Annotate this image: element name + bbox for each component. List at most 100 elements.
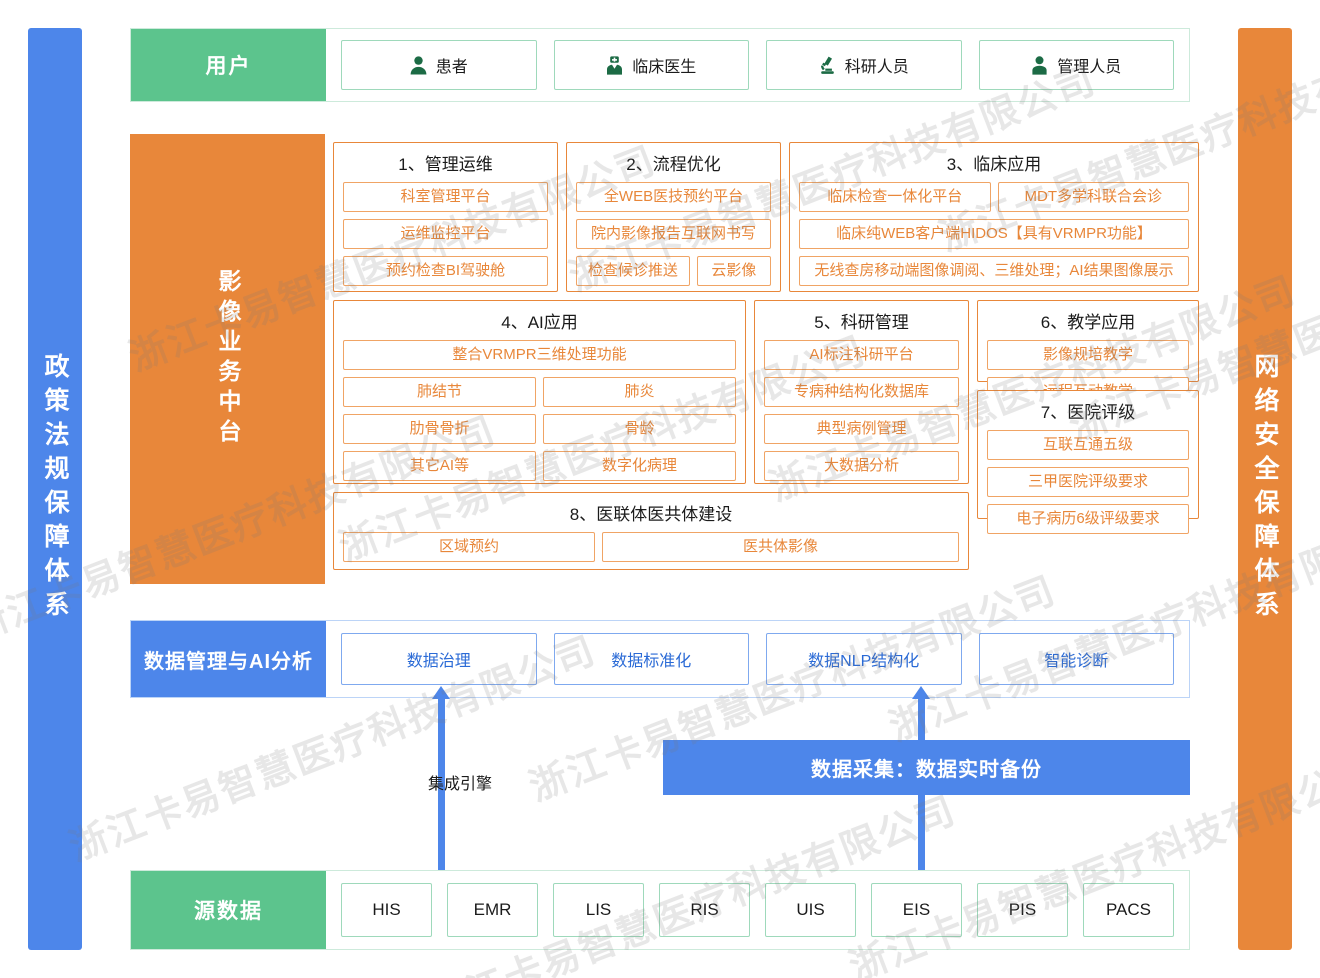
data-item-nlp-structuring[interactable]: 数据NLP结构化 xyxy=(766,633,962,685)
module-cell[interactable]: 肺结节 xyxy=(343,377,536,407)
group-title: 8、医联体医共体建设 xyxy=(569,505,733,524)
imaging-platform-label: 影像业务中台 xyxy=(130,134,325,584)
source-item-ris[interactable]: RIS xyxy=(659,883,750,937)
cell-row: 科室管理平台 xyxy=(343,182,548,212)
group-ai-application: 4、AI应用 整合VRMPR三维处理功能 肺结节 肺炎 肋骨骨折 骨龄 其它AI… xyxy=(333,300,746,484)
group-process-optimization: 2、流程优化 全WEB医技预约平台 院内影像报告互联网书写 检查候诊推送 云影像 xyxy=(566,142,781,292)
module-cell[interactable]: 科室管理平台 xyxy=(343,182,548,212)
source-data-body: HIS EMR LIS RIS UIS EIS PIS PACS xyxy=(326,871,1189,949)
cell-row: 全WEB医技预约平台 xyxy=(576,182,771,212)
data-item-standardization[interactable]: 数据标准化 xyxy=(553,633,749,685)
diagram-center-column: 用户 患者 临床医生 xyxy=(130,28,1199,950)
source-item-lis[interactable]: LIS xyxy=(553,883,644,937)
module-cell[interactable]: 无线查房移动端图像调阅、三维处理；AI结果图像展示 xyxy=(799,256,1189,286)
user-item-administrator[interactable]: 管理人员 xyxy=(978,40,1174,90)
data-collection-box: 数据采集：数据实时备份 xyxy=(663,740,1190,795)
network-security-bar: 网络安全保障体系 xyxy=(1238,28,1292,950)
module-cell[interactable]: 肺炎 xyxy=(543,377,736,407)
module-cell[interactable]: MDT多学科联合会诊 xyxy=(997,182,1189,212)
module-cell[interactable]: 预约检查BI驾驶舱 xyxy=(343,256,548,286)
group-title: 1、管理运维 xyxy=(398,155,493,174)
module-cell[interactable]: 数字化病理 xyxy=(543,451,736,481)
policy-regulation-bar-label: 政策法规保障体系 xyxy=(41,353,69,625)
user-item-clinician[interactable]: 临床医生 xyxy=(553,40,749,90)
network-security-bar-label: 网络安全保障体系 xyxy=(1251,353,1279,625)
module-cell[interactable]: 典型病例管理 xyxy=(764,414,959,444)
module-cell[interactable]: 区域预约 xyxy=(343,532,595,562)
connector-area: 集成引擎 数据采集：数据实时备份 xyxy=(130,686,1190,870)
group-title: 5、科研管理 xyxy=(814,313,909,332)
source-item-pacs[interactable]: PACS xyxy=(1083,883,1174,937)
manager-icon xyxy=(1031,55,1048,75)
user-item-label: 临床医生 xyxy=(632,59,697,76)
module-cell[interactable]: AI标注科研平台 xyxy=(764,340,959,370)
cell-row: 预约检查BI驾驶舱 xyxy=(343,256,548,286)
cell-row: 影像规培教学 xyxy=(987,340,1189,370)
user-item-patient[interactable]: 患者 xyxy=(341,40,537,90)
group-title: 2、流程优化 xyxy=(626,155,721,174)
group-management-ops: 1、管理运维 科室管理平台 运维监控平台 预约检查BI驾驶舱 xyxy=(333,142,558,292)
group-medical-alliance: 8、医联体医共体建设 区域预约 医共体影像 xyxy=(333,492,969,570)
module-cell[interactable]: 互联互通五级 xyxy=(987,430,1189,460)
user-item-researcher[interactable]: 科研人员 xyxy=(766,40,962,90)
cell-row: 检查候诊推送 云影像 xyxy=(576,256,771,286)
cell-row: 无线查房移动端图像调阅、三维处理；AI结果图像展示 xyxy=(799,256,1189,286)
integration-engine-arrow xyxy=(432,686,450,870)
module-cell[interactable]: 电子病历6级评级要求 xyxy=(987,504,1189,534)
group-research-management: 5、科研管理 AI标注科研平台 专病种结构化数据库 典型病例管理 大数据分析 xyxy=(754,300,969,484)
module-cell[interactable]: 检查候诊推送 xyxy=(576,256,690,286)
cell-row: 区域预约 医共体影像 xyxy=(343,532,959,562)
source-item-his[interactable]: HIS xyxy=(341,883,432,937)
module-cell[interactable]: 运维监控平台 xyxy=(343,219,548,249)
group-hospital-rating: 7、医院评级 互联互通五级 三甲医院评级要求 电子病历6级评级要求 xyxy=(977,390,1199,534)
source-to-collect-arrow xyxy=(912,779,930,870)
data-item-intelligent-diagnosis[interactable]: 智能诊断 xyxy=(978,633,1174,685)
collect-to-data-arrow xyxy=(912,686,930,744)
user-item-label: 患者 xyxy=(435,59,468,76)
policy-regulation-bar: 政策法规保障体系 xyxy=(28,28,82,950)
cell-row: 电子病历6级评级要求 xyxy=(987,504,1189,534)
microscope-icon xyxy=(819,56,836,75)
group-teaching-application: 6、教学应用 影像规培教学 远程互动教学 xyxy=(977,300,1199,407)
source-item-emr[interactable]: EMR xyxy=(447,883,538,937)
data-item-governance[interactable]: 数据治理 xyxy=(341,633,537,685)
user-item-label: 管理人员 xyxy=(1057,59,1122,76)
module-cell[interactable]: 医共体影像 xyxy=(601,532,959,562)
cell-row: 临床纯WEB客户端HIDOS【具有VRMPR功能】 xyxy=(799,219,1189,249)
source-item-pis[interactable]: PIS xyxy=(977,883,1068,937)
user-row-body: 患者 临床医生 科研人员 xyxy=(326,29,1189,101)
module-cell[interactable]: 其它AI等 xyxy=(343,451,536,481)
imaging-platform-body: 1、管理运维 科室管理平台 运维监控平台 预约检查BI驾驶舱 2、流程优化 全W… xyxy=(325,134,1199,584)
module-cell[interactable]: 大数据分析 xyxy=(764,451,959,481)
group-title: 3、临床应用 xyxy=(946,155,1042,174)
module-cell[interactable]: 临床检查一体化平台 xyxy=(799,182,991,212)
module-cell[interactable]: 专病种结构化数据库 xyxy=(764,377,959,407)
data-management-label: 数据管理与AI分析 xyxy=(131,621,326,697)
user-row: 用户 患者 临床医生 xyxy=(130,28,1190,102)
module-cell[interactable]: 影像规培教学 xyxy=(987,340,1189,370)
cell-row: 互联互通五级 xyxy=(987,430,1189,460)
source-item-uis[interactable]: UIS xyxy=(765,883,856,937)
module-cell[interactable]: 整合VRMPR三维处理功能 xyxy=(343,340,736,370)
group-clinical-application: 3、临床应用 临床检查一体化平台 MDT多学科联合会诊 临床纯WEB客户端HID… xyxy=(789,142,1199,292)
cell-row: 三甲医院评级要求 xyxy=(987,467,1189,497)
cell-row: 整合VRMPR三维处理功能 xyxy=(343,340,736,370)
imaging-platform-row: 影像业务中台 1、管理运维 科室管理平台 运维监控平台 预约检查BI驾驶舱 2、… xyxy=(130,134,1199,584)
cell-row: 院内影像报告互联网书写 xyxy=(576,219,771,249)
cell-row: 临床检查一体化平台 MDT多学科联合会诊 xyxy=(799,182,1189,212)
module-cell[interactable]: 骨龄 xyxy=(543,414,736,444)
user-row-label: 用户 xyxy=(131,29,326,101)
data-management-row: 数据管理与AI分析 数据治理 数据标准化 数据NLP结构化 智能诊断 xyxy=(130,620,1190,698)
cell-row: 运维监控平台 xyxy=(343,219,548,249)
module-cell[interactable]: 云影像 xyxy=(696,256,771,286)
source-item-eis[interactable]: EIS xyxy=(871,883,962,937)
cell-row: 肺结节 肺炎 xyxy=(343,377,736,407)
module-cell[interactable]: 院内影像报告互联网书写 xyxy=(576,219,771,249)
cell-row: 专病种结构化数据库 xyxy=(764,377,959,407)
module-cell[interactable]: 三甲医院评级要求 xyxy=(987,467,1189,497)
module-cell[interactable]: 临床纯WEB客户端HIDOS【具有VRMPR功能】 xyxy=(799,219,1189,249)
cell-row: AI标注科研平台 xyxy=(764,340,959,370)
module-cell[interactable]: 肋骨骨折 xyxy=(343,414,536,444)
group-title: 6、教学应用 xyxy=(1040,313,1136,332)
module-cell[interactable]: 全WEB医技预约平台 xyxy=(576,182,771,212)
